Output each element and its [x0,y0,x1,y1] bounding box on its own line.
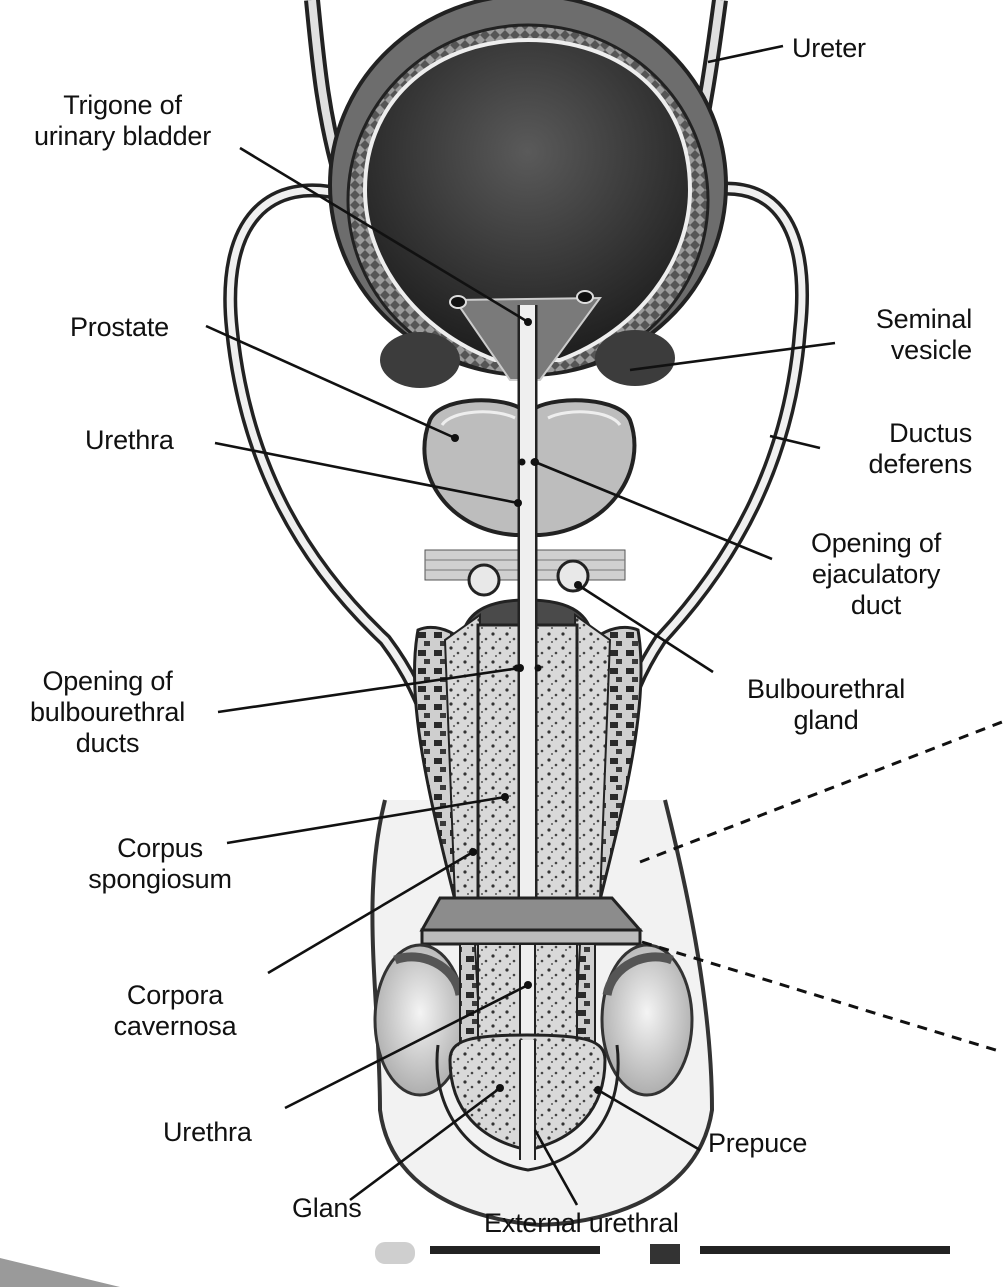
label-external-urethral: External urethral [484,1208,679,1238]
dot-opening-ejaculatory [531,458,539,466]
label-opening-bulbourethral: Opening of bulbourethral ducts [29,666,185,758]
bulbourethral-gland-left [467,563,501,597]
label-prepuce: Prepuce [708,1128,808,1158]
label-seminal-vesicle: Seminal vesicle [875,304,972,365]
dot-trigone [524,318,532,326]
leader-ureter [707,44,784,64]
testis-right [600,943,694,1097]
bulbourethral-gland-right [556,559,590,593]
label-opening-ejaculatory: Opening of ejaculatory duct [810,528,942,620]
section-dashed-line-upper [639,720,1003,864]
leader-prepuce [597,1088,701,1152]
leader-corpora-cavernosa [267,850,474,975]
label-ductus-deferens: Ductus deferens [868,418,973,479]
leader-bulbourethral-gland [577,583,714,674]
leader-trigone [239,146,529,324]
leader-urethra-lower [284,983,529,1110]
leader-seminal-vesicle [629,341,836,372]
leader-lines [205,44,836,1206]
dot-opening-bulbourethral [516,664,524,672]
anatomy-illustration [223,0,810,1228]
label-glans: Glans [292,1193,362,1223]
dot-bulbourethral-gland [574,581,582,589]
scan-artifact-shadow [0,1258,120,1287]
urethra-channel [517,305,538,900]
leader-external-urethral [533,1129,579,1206]
label-trigone: Trigone of urinary bladder [33,90,212,151]
leader-corpus-spongiosum [226,795,506,845]
label-corpora-cavernosa: Corpora cavernosa [113,980,237,1041]
leader-glans [349,1086,501,1202]
section-dashed-line-lower [641,940,1003,1054]
leader-ductus-deferens [769,434,821,450]
label-urethra-upper: Urethra [85,425,174,455]
prepuce-outline [435,1044,620,1172]
label-ureter: Ureter [792,33,866,63]
dot-corpora-cavernosa [469,848,477,856]
dot-urethra-upper [514,499,522,507]
dot-prepuce [594,1086,602,1094]
seminal-vesicle-left [380,332,460,388]
cut-off-text-marks [375,1242,950,1264]
label-bulbourethral-gland: Bulbourethral gland [746,674,905,735]
cross-section-slab [419,896,644,932]
leader-prostate [205,324,456,440]
leader-urethra-upper [214,441,519,505]
dot-glans [496,1084,504,1092]
label-urethra-lower: Urethra [163,1117,252,1147]
seminal-vesicle-right [595,330,675,386]
dot-prostate [451,434,459,442]
leader-opening-ejaculatory [534,460,773,561]
label-prostate: Prostate [70,312,169,342]
label-corpus-spongiosum: Corpus spongiosum [88,833,232,894]
bladder-lumen [362,37,693,362]
leader-opening-bulbourethral [217,666,521,714]
dot-corpus-spongiosum [501,793,509,801]
dot-urethra-lower [524,981,532,989]
